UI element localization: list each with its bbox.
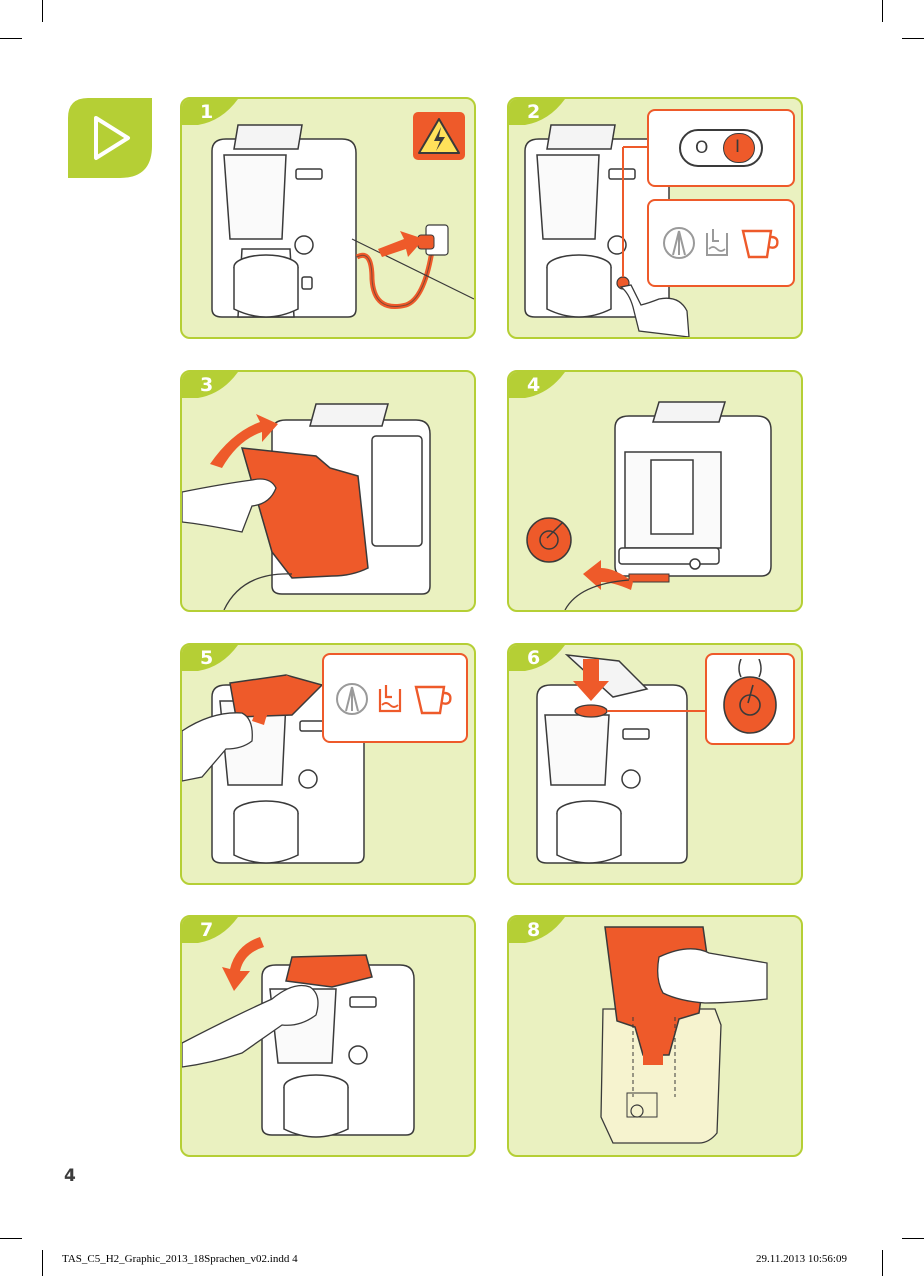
step-number-tab: 1 [182, 99, 238, 125]
electrical-hazard-icon [412, 111, 466, 161]
step-number-tab: 6 [509, 645, 565, 671]
step-number-tab: 5 [182, 645, 238, 671]
step-7-panel: 7 [180, 915, 476, 1157]
service-t-disc [527, 518, 571, 562]
crop-mark [902, 1238, 924, 1239]
step-number: 7 [200, 919, 213, 941]
descale-indicator-icon [337, 684, 367, 714]
switch-on-label: I [735, 137, 740, 157]
water-tank-icon [380, 685, 400, 711]
power-switch-callout: O I [647, 109, 795, 187]
step-1-panel: 1 [180, 97, 476, 339]
step-number-tab: 3 [182, 372, 238, 398]
step-number-tab: 7 [182, 917, 238, 943]
step-6-panel: 6 [507, 643, 803, 885]
footer-date: 29.11.2013 10:56:09 [756, 1253, 847, 1265]
switch-off-label: O [695, 138, 708, 158]
cup-icon [416, 687, 450, 713]
crop-mark [882, 0, 883, 22]
crop-mark [882, 1250, 883, 1276]
step-number-tab: 4 [509, 372, 565, 398]
descale-indicator-icon [664, 228, 694, 258]
step-number-tab: 2 [509, 99, 565, 125]
crop-mark [42, 0, 43, 22]
power-switch: O I [679, 129, 763, 167]
t-disc-callout [705, 653, 795, 745]
step-number: 6 [527, 647, 540, 669]
step-8-panel: 8 [507, 915, 803, 1157]
step-3-panel: 3 [180, 370, 476, 612]
hand [658, 949, 767, 1003]
page-number: 4 [64, 1166, 76, 1186]
step-2-panel: 2 O I [507, 97, 803, 339]
water-tank-icon [707, 229, 727, 255]
coffee-machine [537, 655, 687, 863]
crop-mark [902, 38, 924, 39]
step-number-tab: 8 [509, 917, 565, 943]
status-lights-callout [322, 653, 468, 743]
play-icon [68, 98, 152, 178]
arrow-plug-in [378, 231, 424, 257]
step-number: 2 [527, 101, 540, 123]
arrow-close [222, 937, 264, 991]
crop-mark [42, 1250, 43, 1276]
t-disc-inserted [575, 705, 607, 717]
step-4-panel: 4 [507, 370, 803, 612]
step-number: 1 [200, 101, 213, 123]
step-5-panel: 5 [180, 643, 476, 885]
crop-mark [0, 38, 22, 39]
status-lights-callout [647, 199, 795, 287]
footer-filename: TAS_C5_H2_Graphic_2013_18Sprachen_v02.in… [62, 1253, 298, 1265]
step-number: 8 [527, 919, 540, 941]
step-number: 3 [200, 374, 213, 396]
coffee-machine [212, 125, 356, 317]
step-number: 4 [527, 374, 540, 396]
coffee-machine [615, 402, 771, 576]
cup-icon [743, 231, 777, 257]
step-number: 5 [200, 647, 213, 669]
crop-mark [0, 1238, 22, 1239]
